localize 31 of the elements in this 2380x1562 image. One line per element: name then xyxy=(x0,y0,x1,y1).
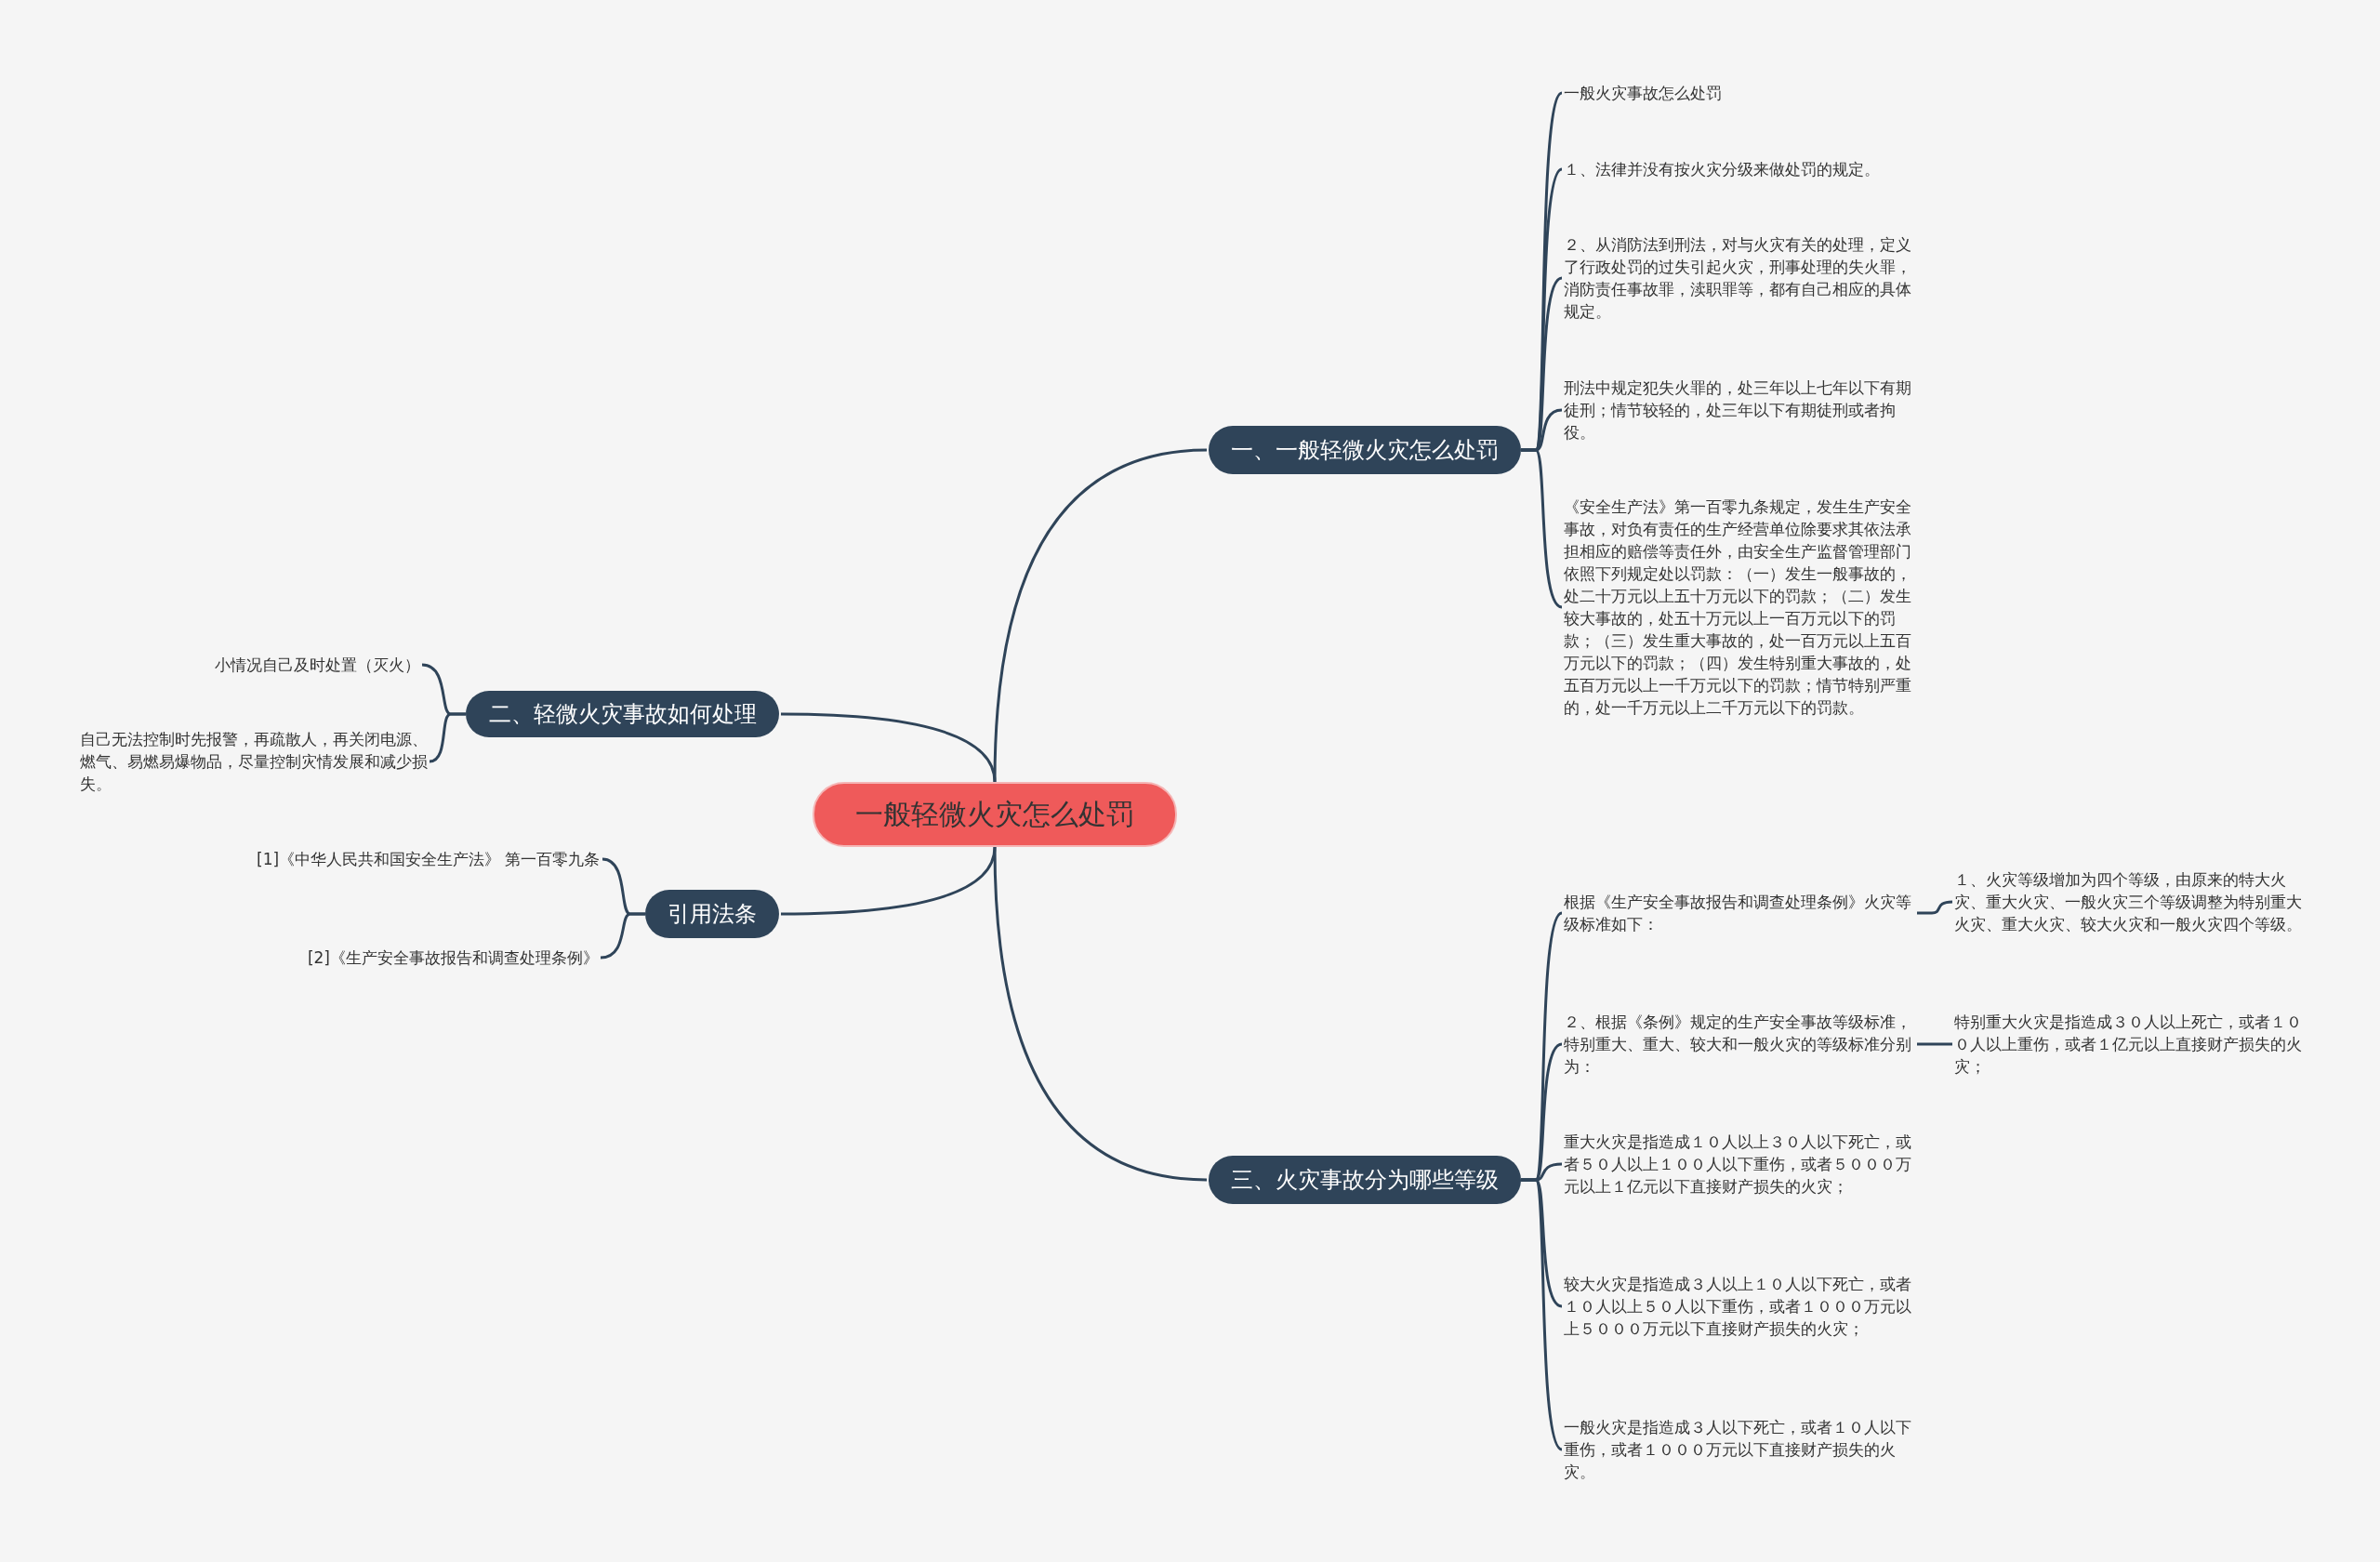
subtopic-text: 《安全生产法》第一百零九条规定，发生生产安全事故，对负有责任的生产经营单位除要求其依法承担相应的赔偿等责任外，由安全生产监督管理部门依照下列规定处以罚款：（一）发生一般事故的，处二十万元以上五十万元以下的罚款；（二）发生较大事故的，处五十万元以上一百万元以下的罚款；（三）发生重大事故的，处一百万元以上五百万元以下的罚款；（四）发生特别重大事故的，处五百万元以上一千万元以下的罚款；情节特别严重的，处一千万元以上二千万元以下的罚款。 xyxy=(1564,496,1917,719)
subtopic-text: １、火灾等级增加为四个等级，由原来的特大火灾、重大火灾、一般火灾三个等级调整为特别重大火灾、重大火灾、较大火灾和一般火灾四个等级。 xyxy=(1954,868,2307,935)
topic-box: 二、轻微火灾事故如何处理 xyxy=(466,691,779,737)
central-topic-box: 一般轻微火灾怎么处罚 xyxy=(813,782,1177,847)
connector-line xyxy=(600,912,645,960)
connector-line xyxy=(1521,1178,1564,1451)
topic-box: 引用法条 xyxy=(645,890,779,938)
subtopic-text: 一般火灾事故怎么处罚 xyxy=(1564,82,1917,104)
connector-line xyxy=(1917,900,1953,915)
topic-box: 三、火灾事故分为哪些等级 xyxy=(1209,1156,1521,1204)
subtopic-text: 重大火灾是指造成１０人以上３０人以下死亡，或者５０人以上１００人以下重伤，或者５０００万元以上１亿元以下直接财产损失的火灾； xyxy=(1564,1131,1917,1198)
subtopic-text: 特别重大火灾是指造成３０人以上死亡，或者１００人以上重伤，或者１亿元以上直接财产损失的火灾； xyxy=(1954,1011,2307,1078)
connector-line xyxy=(780,846,997,916)
subtopic-text: 一般火灾是指造成３人以下死亡，或者１０人以下重伤，或者１０００万元以下直接财产损失的火灾。 xyxy=(1564,1416,1917,1483)
topic-box: 一、一般轻微火灾怎么处罚 xyxy=(1209,426,1521,474)
subtopic-text: [2]《生产安全事故报告和调查处理条例》 xyxy=(223,946,599,969)
connector-line xyxy=(1917,1042,1952,1046)
subtopic-text: ２、从消防法到刑法，对与火灾有关的处理，定义了行政处罚的过失引起火灾，刑事处理的失火罪，消防责任事故罪，渎职罪等，都有自己相应的具体规定。 xyxy=(1564,233,1917,323)
subtopic-text: 小情况自己及时处置（灭火） xyxy=(93,654,420,676)
connector-line xyxy=(429,712,466,763)
subtopic-text: 较大火灾是指造成３人以上１０人以下死亡，或者１０人以上５０人以下重伤，或者１０００万元以上５０００万元以下直接财产损失的火灾； xyxy=(1564,1273,1917,1340)
subtopic-text: ２、根据《条例》规定的生产安全事故等级标准，特别重大、重大、较大和一般火灾的等级标准分别为： xyxy=(1564,1011,1917,1078)
subtopic-text: 刑法中规定犯失火罪的，处三年以上七年以下有期徒刑；情节较轻的，处三年以下有期徒刑或者拘役。 xyxy=(1564,377,1917,443)
subtopic-text: [1]《中华人民共和国安全生产法》 第一百零九条 xyxy=(257,848,601,870)
connector-line xyxy=(993,846,1208,1182)
connector-line xyxy=(780,712,997,783)
connector-line xyxy=(993,448,1208,783)
connector-line xyxy=(1521,448,1563,609)
subtopic-text: 自己无法控制时先报警，再疏散人，再关闭电源、燃气、易燃易爆物品，尽量控制灾情发展和减少损失。 xyxy=(80,728,428,795)
subtopic-text: 根据《生产安全事故报告和调查处理条例》火灾等级标准如下： xyxy=(1564,891,1917,935)
subtopic-text: １、法律并没有按火灾分级来做处罚的规定。 xyxy=(1564,158,1917,180)
